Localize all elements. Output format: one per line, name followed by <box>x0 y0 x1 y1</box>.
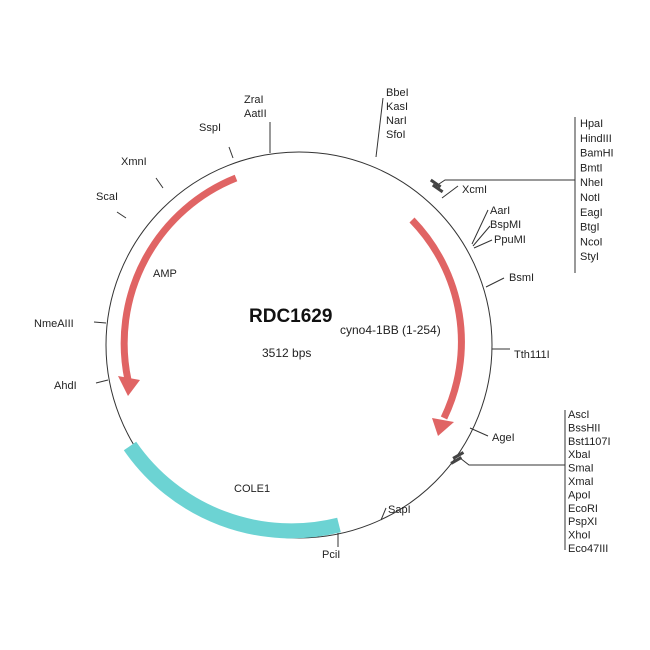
site-tth111i[interactable]: Tth111I <box>514 349 550 361</box>
site-xcmi[interactable]: XcmI <box>462 184 487 196</box>
site-asci[interactable]: AscI <box>568 409 589 421</box>
site-bmti[interactable]: BmtI <box>580 162 603 174</box>
site-eco47iii[interactable]: Eco47III <box>568 543 608 555</box>
site-aari[interactable]: AarI <box>490 205 510 217</box>
plasmid-name: RDC1629 <box>249 306 332 327</box>
site-bst1107i[interactable]: Bst1107I <box>568 436 611 448</box>
site-bsshii[interactable]: BssHII <box>568 422 600 434</box>
site-agei[interactable]: AgeI <box>492 432 515 444</box>
site-pspxi[interactable]: PspXI <box>568 516 597 528</box>
site-zrai[interactable]: ZraI <box>244 94 264 106</box>
insert-label: cyno4-1BB (1-254) <box>340 323 441 337</box>
site-group-mcs1: HpaI HindIII BamHI BmtI NheI NotI EagI BtgI NcoI… <box>580 118 614 263</box>
plasmid-size: 3512 bps <box>262 346 311 360</box>
site-sspi[interactable]: SspI <box>199 122 221 134</box>
site-apoi[interactable]: ApoI <box>568 489 591 501</box>
site-bbei[interactable]: BbeI <box>386 87 409 99</box>
site-nhei[interactable]: NheI <box>580 177 603 189</box>
site-xmai[interactable]: XmaI <box>568 476 594 488</box>
site-hindiii[interactable]: HindIII <box>580 133 612 145</box>
site-ncoi[interactable]: NcoI <box>580 236 603 248</box>
site-bamhi[interactable]: BamHI <box>580 148 614 160</box>
insert-feature-arc[interactable] <box>409 217 465 420</box>
site-sapi[interactable]: SapI <box>388 504 411 516</box>
site-pcii[interactable]: PciI <box>322 549 340 561</box>
site-group-bbei: BbeI KasI NarI SfoI <box>386 87 409 141</box>
site-sfoi[interactable]: SfoI <box>386 129 406 141</box>
amp-feature-arc[interactable] <box>120 174 238 381</box>
mcs-site-markers <box>429 178 465 465</box>
site-bspmi[interactable]: BspMI <box>490 219 521 231</box>
site-xhoi[interactable]: XhoI <box>568 530 591 542</box>
site-xbai[interactable]: XbaI <box>568 449 591 461</box>
site-eagi[interactable]: EagI <box>580 207 603 219</box>
site-ecori[interactable]: EcoRI <box>568 503 598 515</box>
site-styi[interactable]: StyI <box>580 251 599 263</box>
site-noti[interactable]: NotI <box>580 192 600 204</box>
site-xmni[interactable]: XmnI <box>121 156 147 168</box>
site-nari[interactable]: NarI <box>386 115 407 127</box>
site-ticks <box>93 97 576 550</box>
site-btgi[interactable]: BtgI <box>580 222 600 234</box>
site-nmeaiii[interactable]: NmeAIII <box>34 318 74 330</box>
site-ppumi[interactable]: PpuMI <box>494 234 526 246</box>
site-aatii[interactable]: AatII <box>244 108 267 120</box>
cole1-feature-arc[interactable] <box>123 441 341 539</box>
site-scai[interactable]: ScaI <box>96 191 118 203</box>
site-kasi[interactable]: KasI <box>386 101 408 113</box>
cole1-label: COLE1 <box>234 483 270 495</box>
site-ahdi[interactable]: AhdI <box>54 380 77 392</box>
site-smai[interactable]: SmaI <box>568 463 594 475</box>
site-hpai[interactable]: HpaI <box>580 118 603 130</box>
amp-arrowhead <box>118 376 140 396</box>
site-bsmi[interactable]: BsmI <box>509 272 534 284</box>
amp-label: AMP <box>153 268 177 280</box>
insert-arrowhead <box>432 418 454 436</box>
